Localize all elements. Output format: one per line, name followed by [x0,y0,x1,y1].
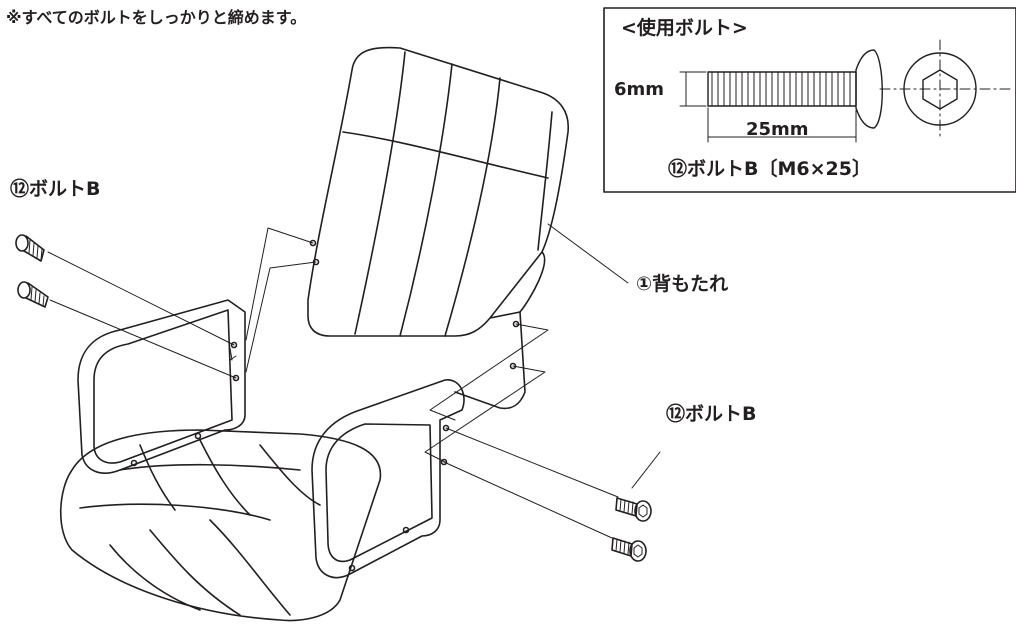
guide-lines [47,223,661,539]
spec-bolt-drawing [679,39,1013,143]
bolt-b-label-right: ⑫ボルトB [666,403,757,425]
backrest-label: ①背もたれ [636,273,729,295]
spec-bolt-name: ⑫ボルトB〔M6×25〕 [668,158,871,180]
spec-box-frame [603,7,1016,193]
bolt-b-label-left: ⑫ボルトB [10,178,101,200]
bolt-left-lower [17,281,49,308]
bolt-right-upper [615,497,652,522]
armrest-left [77,299,246,474]
bolt-diameter-dimension: 6mm [614,79,665,100]
bolt-right-lower [611,537,647,562]
bolt-left-upper [15,234,45,262]
bolt-length-dimension: 25mm [746,119,809,140]
backrest [307,46,569,410]
spec-box-title: <使用ボルト> [621,17,748,39]
seat-cushion [59,429,382,622]
instruction-text: ※すべてのボルトをしっかりと締めます。 [6,8,307,27]
armrest-right [311,379,465,579]
bolt-hole-back-1 [309,239,317,247]
